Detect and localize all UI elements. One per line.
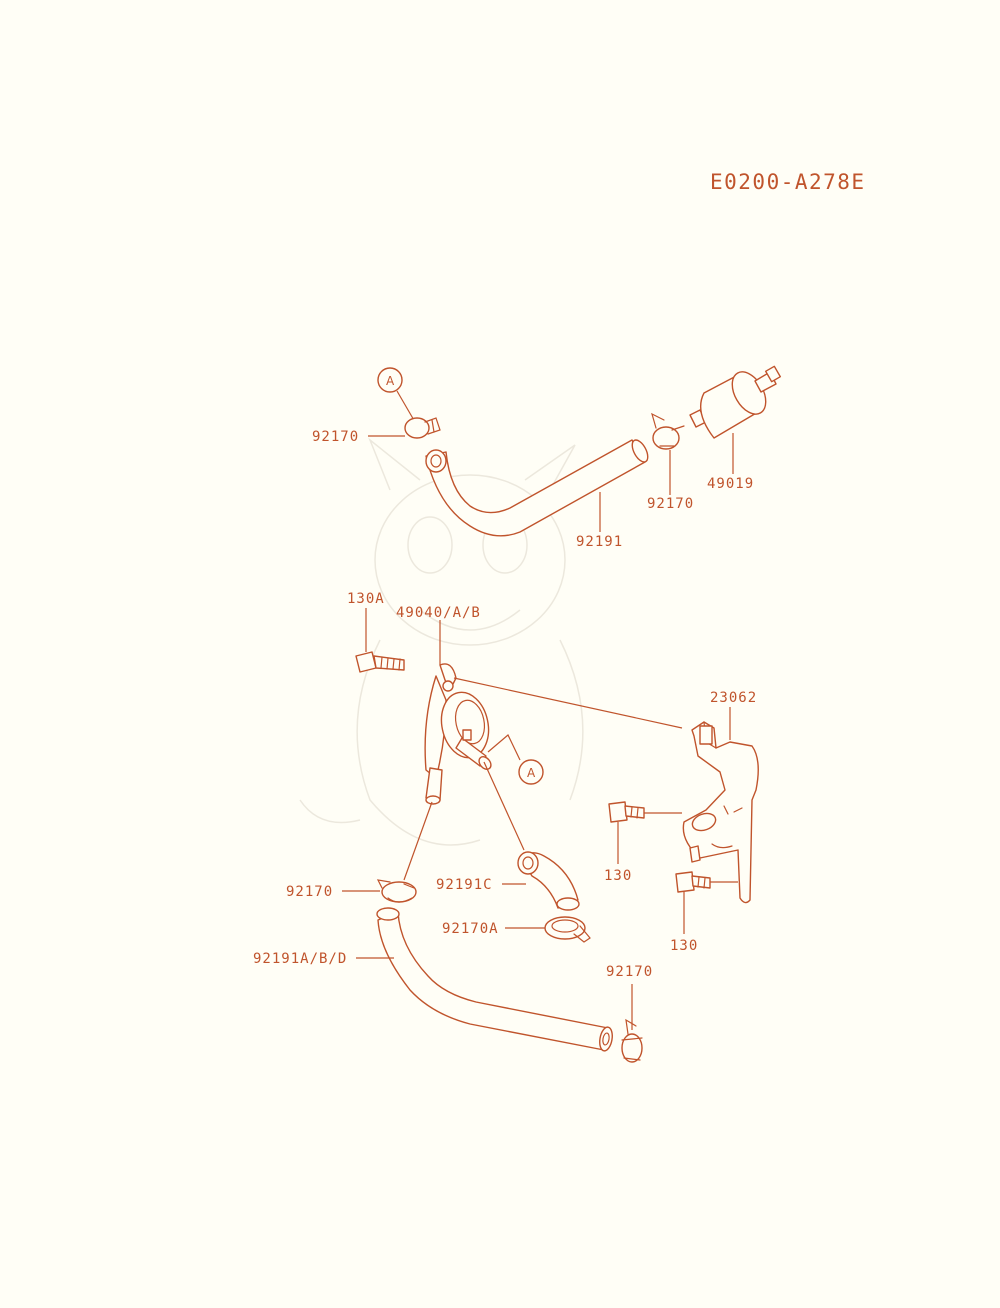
hose-clamp-upper-left xyxy=(404,417,441,439)
bolt-130-upper xyxy=(608,801,645,823)
fuel-hose-short-c xyxy=(517,851,580,911)
hose-clamp-lower-right xyxy=(621,1018,643,1063)
label-clamp-a: 92170A xyxy=(442,921,499,937)
label-pump: 49040/A/B xyxy=(396,605,481,621)
label-hose-upper: 92191 xyxy=(576,534,623,550)
fuel-pump xyxy=(424,663,492,805)
label-bolt-130-lower: 130 xyxy=(670,938,698,954)
hose-clamp-a xyxy=(544,916,591,943)
reference-marker-a-lower: A xyxy=(487,734,544,785)
watermark-mascot xyxy=(299,437,584,846)
label-bolt-130-upper: 130 xyxy=(604,868,632,884)
label-hose-c: 92191C xyxy=(436,877,493,893)
fuel-hose-upper xyxy=(425,439,649,537)
leader-pump-to-lower-clamp xyxy=(403,801,433,881)
leader-pump-to-short-hose xyxy=(483,761,525,851)
fuel-hose-long-abd xyxy=(376,907,613,1052)
reference-marker-a-upper: A xyxy=(377,367,416,423)
bolt-130-lower xyxy=(675,871,711,893)
label-clamp-upper-left: 92170 xyxy=(312,429,359,445)
reference-marker-a-lower-text: A xyxy=(527,766,536,780)
label-clamp-upper-right: 92170 xyxy=(647,496,694,512)
leader-pump-to-bracket xyxy=(453,677,683,729)
fuel-filter xyxy=(689,365,782,439)
label-hose-abd: 92191A/B/D xyxy=(253,951,347,967)
diagram-code: E0200-A278E xyxy=(710,170,866,194)
mounting-bracket xyxy=(682,721,759,904)
label-bolt-130a: 130A xyxy=(347,591,385,607)
hose-clamp-upper-right xyxy=(651,412,685,450)
label-bracket: 23062 xyxy=(710,690,757,706)
label-clamp-lower-right: 92170 xyxy=(606,964,653,980)
label-filter: 49019 xyxy=(707,476,754,492)
reference-marker-a-upper-text: A xyxy=(386,374,395,388)
label-clamp-lower-left: 92170 xyxy=(286,884,333,900)
bolt-130a xyxy=(355,651,405,673)
hose-clamp-lower-left xyxy=(376,879,417,903)
